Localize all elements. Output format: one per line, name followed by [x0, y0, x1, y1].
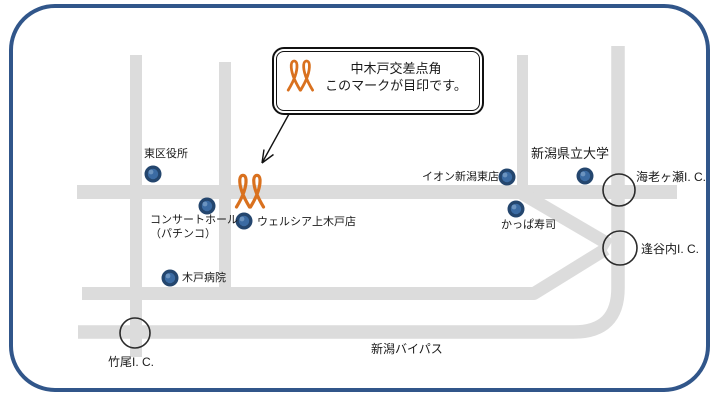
label-kido-hospital: 木戸病院 [182, 272, 226, 284]
label-aeon: イオン新潟東店 [422, 171, 499, 183]
label-higashi-ward: 東区役所 [144, 148, 188, 160]
callout-arrow-icon [261, 113, 290, 164]
concert-hall-dot [198, 197, 216, 215]
label-concert-hall-line2: （パチンコ） [150, 228, 216, 240]
kido-hospital-dot [161, 269, 179, 287]
aeon-dot [498, 168, 516, 186]
callout-inner-border [276, 51, 480, 111]
callout-line1: 中木戸交差点角 [350, 61, 442, 76]
shop-ribbon-mark-icon [234, 173, 266, 209]
label-ebigase-ic: 海老ヶ瀬I. C. [636, 170, 707, 184]
landmark-dots [144, 165, 594, 287]
label-concert-hall-line1: コンサートホール [150, 214, 238, 226]
map-border [9, 4, 710, 392]
road-bypass-and-ic-vertical [78, 46, 625, 339]
label-ouyachi-ic: 逢谷内I. C. [641, 242, 700, 256]
interchange-circles [119, 173, 638, 349]
callout-line2: このマークが目印です。 [325, 78, 467, 93]
road-ramp-diagonal [512, 184, 614, 251]
label-takeo-ic: 竹尾I. C. [108, 355, 155, 369]
callout-box: 中木戸交差点角 このマークが目印です。 [272, 47, 484, 115]
higashi-ward-dot [144, 165, 162, 183]
welcia-dot [235, 212, 253, 230]
label-kappa-sushi: かっぱ寿司 [501, 219, 556, 231]
university-dot [576, 167, 594, 185]
ribbon-mark-legend-icon [286, 59, 314, 92]
label-concert-hall: コンサートホール （パチンコ） [150, 213, 238, 241]
ebigase-ic-circle [602, 173, 636, 207]
label-university: 新潟県立大学 [531, 146, 610, 161]
label-welcia: ウェルシア上木戸店 [257, 216, 356, 228]
road-middle-horizontal [82, 243, 610, 300]
callout-text: 中木戸交差点角 このマークが目印です。 [316, 60, 476, 94]
label-niigata-bypass: 新潟バイパス [371, 342, 443, 356]
takeo-ic-circle [119, 317, 151, 349]
ouyachi-ic-circle [602, 230, 638, 266]
roads [77, 46, 677, 357]
kappa-sushi-dot [507, 200, 525, 218]
